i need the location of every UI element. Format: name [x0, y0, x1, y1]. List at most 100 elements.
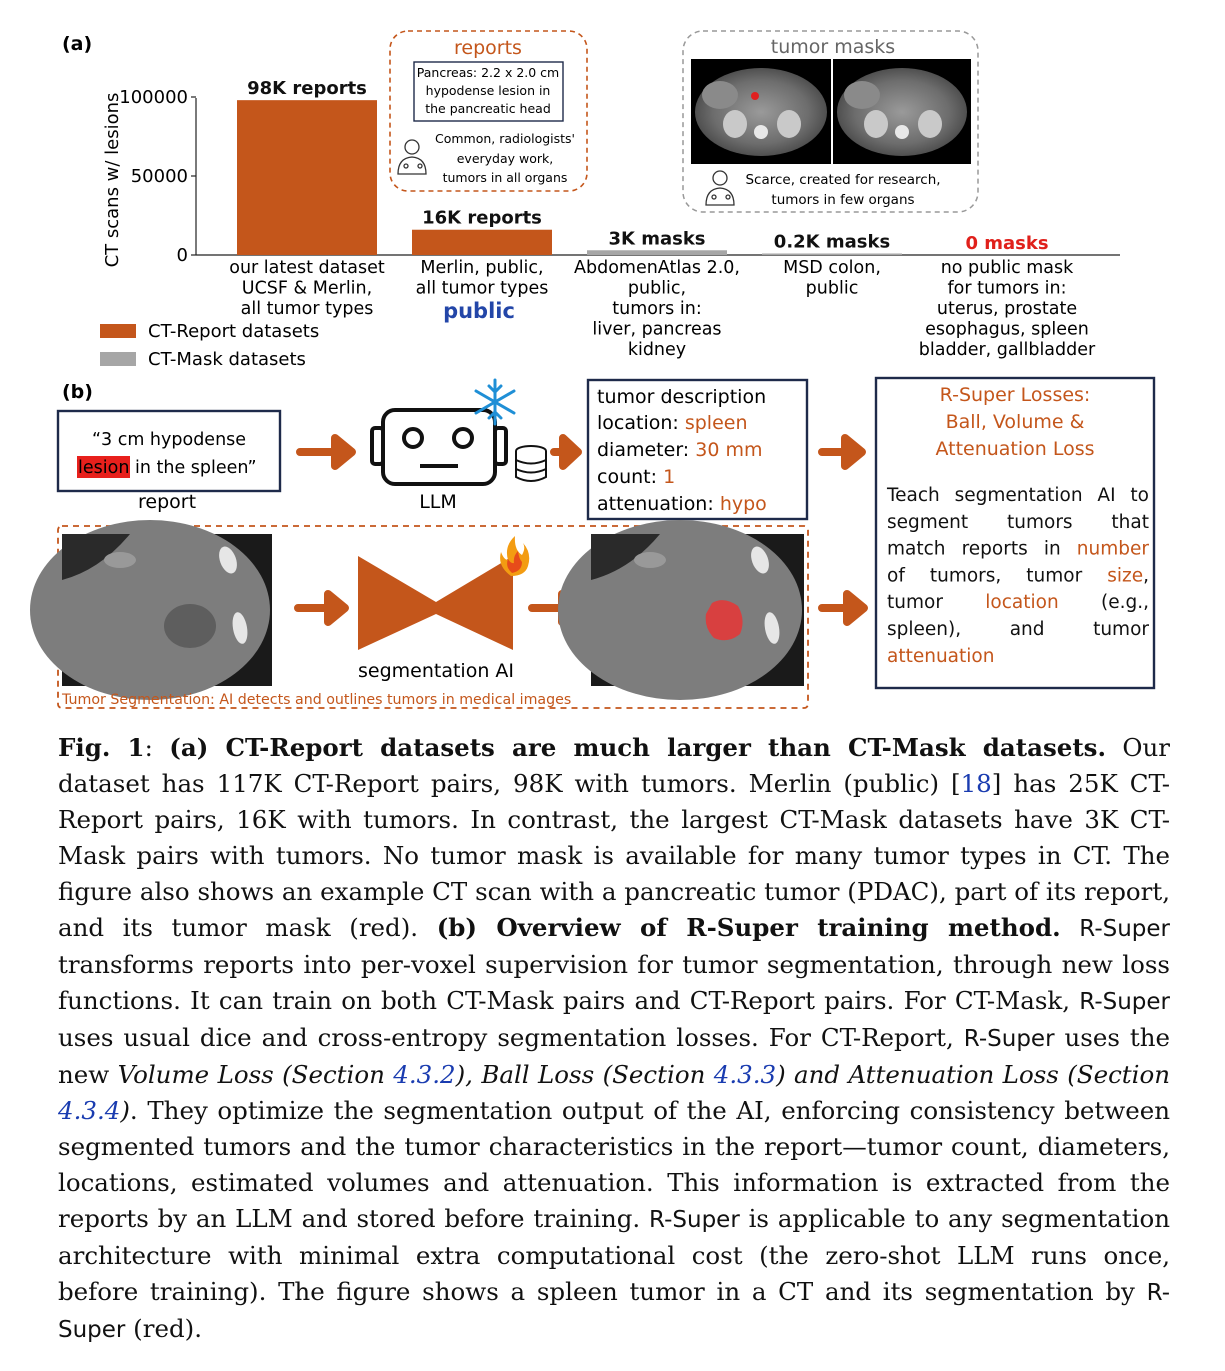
bar — [237, 100, 377, 255]
report-label: report — [138, 491, 196, 513]
category-label-line: bladder, gallbladder — [919, 340, 1096, 360]
losses-title-line: Ball, Volume & — [946, 411, 1085, 433]
report-excerpt-line: Pancreas: 2.2 x 2.0 cm — [417, 65, 559, 80]
researcher-icon — [705, 170, 735, 206]
reports-note-line: everyday work, — [457, 151, 554, 166]
losses-text-line: tumor location (e.g., — [887, 592, 1149, 613]
arrow-icon — [296, 434, 356, 470]
chart-legend: CT-Report datasets CT-Mask datasets — [100, 321, 319, 370]
category-label-line: public — [806, 279, 859, 299]
tumor-mask-red — [751, 92, 759, 100]
legend-swatch-mask — [100, 352, 136, 366]
tumor-description-box: tumor description location: spleen diame… — [586, 378, 809, 521]
losses-text-line: Teach segmentation AI to — [886, 485, 1149, 506]
caption-text: . They optimize the segmentation output … — [58, 1096, 1170, 1233]
losses-text-line: segment tumors that — [887, 512, 1149, 533]
segmentation-ai-label: segmentation AI — [358, 660, 514, 682]
arrow-icon — [818, 434, 866, 470]
y-tick-label: 50000 — [131, 166, 188, 187]
segmentation-caption: Tumor Segmentation: AI detects and outli… — [61, 692, 571, 708]
caption-text: uses usual dice and cross-entropy segmen… — [58, 1023, 964, 1052]
category-label-line: MSD colon, — [783, 258, 881, 278]
losses-title-line: Attenuation Loss — [935, 438, 1094, 460]
tumor-desc-row-attenuation: attenuation: hypo — [597, 493, 767, 515]
lesion-word: lesion — [78, 458, 129, 478]
caption-text: uses the new — [58, 1023, 1171, 1089]
category-label-line: for tumors in: — [947, 279, 1066, 299]
caption-b-title: (b) Overview of R-Super training method. — [436, 913, 1061, 942]
fire-icon — [500, 536, 530, 576]
llm-label: LLM — [419, 491, 457, 513]
report-example-box: “3 cm hypodense lesion in the spleen” — [56, 409, 282, 493]
lesion-highlight — [77, 456, 130, 478]
caption-text: is applicable to any segmentation archit… — [58, 1204, 1171, 1306]
legend-label-mask: CT-Mask datasets — [148, 349, 306, 370]
panel-a-label: (a) — [62, 33, 92, 55]
ct-spleen-input-image — [30, 520, 272, 700]
category-label-line: esophagus, spleen — [925, 320, 1089, 340]
tumor-masks-note-line: tumors in few organs — [771, 192, 914, 208]
section-link-4-3-3[interactable]: 4.3.3 — [713, 1060, 777, 1089]
llm-robot-icon — [370, 408, 508, 486]
rsuper-name: R-Super — [58, 1280, 1170, 1343]
bar-data-label: 16K reports — [422, 208, 542, 229]
losses-description: Teach segmentation AI to segment tumors t… — [886, 485, 1149, 667]
bar-data-label: 3K masks — [608, 228, 705, 249]
rsuper-name: R-Super — [963, 1026, 1055, 1052]
caption-italic: ), Ball Loss (Section — [455, 1060, 714, 1089]
losses-text-line: attenuation — [887, 646, 994, 667]
caption-text: Our dataset has 117K CT-Report pairs, 98… — [58, 733, 1170, 798]
bar-data-label: 0 masks — [965, 233, 1048, 254]
bar-data-label: 0.2K masks — [774, 232, 890, 253]
category-label-line: kidney — [628, 340, 686, 360]
report-excerpt-line: hypodense lesion in — [426, 83, 551, 98]
category-label-line: liver, pancreas — [592, 320, 721, 340]
category-label-line: no public mask — [941, 258, 1074, 278]
bar — [762, 253, 902, 255]
report-quote-line-2: lesion in the spleen” — [78, 458, 257, 478]
report-excerpt-line: the pancreatic head — [425, 101, 551, 116]
y-tick-label: 100000 — [119, 87, 188, 108]
arrow-icon — [818, 590, 868, 626]
caption-italic: ) and Attenuation Loss (Section — [776, 1060, 1171, 1089]
reports-note-line: Common, radiologists' — [435, 131, 575, 146]
r-super-losses-box: R-Super Losses: Ball, Volume & Attenuati… — [874, 376, 1156, 690]
tumor-description-title: tumor description — [597, 386, 766, 408]
tumor-segmentation-red — [705, 600, 743, 641]
category-label-line: AbdomenAtlas 2.0, — [574, 258, 740, 278]
losses-title-line: R-Super Losses: — [940, 384, 1091, 406]
rsuper-name: R-Super — [649, 1207, 740, 1233]
category-label-line: all tumor types — [416, 279, 549, 299]
citation-link-18[interactable]: 18 — [960, 769, 992, 798]
arrow-icon — [294, 590, 349, 626]
tumor-desc-row-count: count: 1 — [597, 466, 675, 488]
section-link-4-3-2[interactable]: 4.3.2 — [393, 1060, 456, 1089]
losses-text-line: match reports in number — [887, 539, 1149, 560]
figure-caption: Fig. 1: (a) CT-Report datasets are much … — [58, 733, 1171, 1343]
tumor-desc-row-diameter: diameter: 30 mm — [597, 439, 762, 461]
caption-italic: ) — [120, 1096, 130, 1125]
legend-swatch-report — [100, 324, 136, 338]
bar — [587, 250, 727, 255]
tumor-masks-title: tumor masks — [771, 36, 895, 58]
database-icon — [515, 445, 547, 482]
losses-text-line: spleen), and tumor — [887, 619, 1149, 640]
section-link-4-3-4[interactable]: 4.3.4 — [58, 1096, 121, 1125]
ct-spleen-output-image — [558, 520, 804, 700]
ct-scan-mask-image — [833, 59, 971, 164]
bar-data-label: 98K reports — [247, 78, 367, 99]
category-label-line: our latest dataset — [229, 258, 385, 278]
category-label-line: public, — [628, 279, 686, 299]
bar — [412, 229, 552, 255]
caption-fig-label: Fig. 1 — [58, 733, 145, 762]
report-excerpt-box — [413, 61, 564, 122]
reports-title: reports — [454, 37, 522, 59]
tumor-masks-box: tumor masks Scarce, created for resea — [682, 30, 979, 213]
caption-text: transforms reports into per-voxel superv… — [58, 950, 1170, 1015]
segmentation-box: segmentation AI Tumor Segmentation: AI d… — [30, 520, 809, 709]
ct-scan-pancreas-image — [691, 59, 831, 164]
tumor-masks-note-line: Scarce, created for research, — [745, 172, 940, 188]
segmentation-network-icon — [358, 556, 513, 650]
panel-b-label: (b) — [62, 381, 93, 403]
